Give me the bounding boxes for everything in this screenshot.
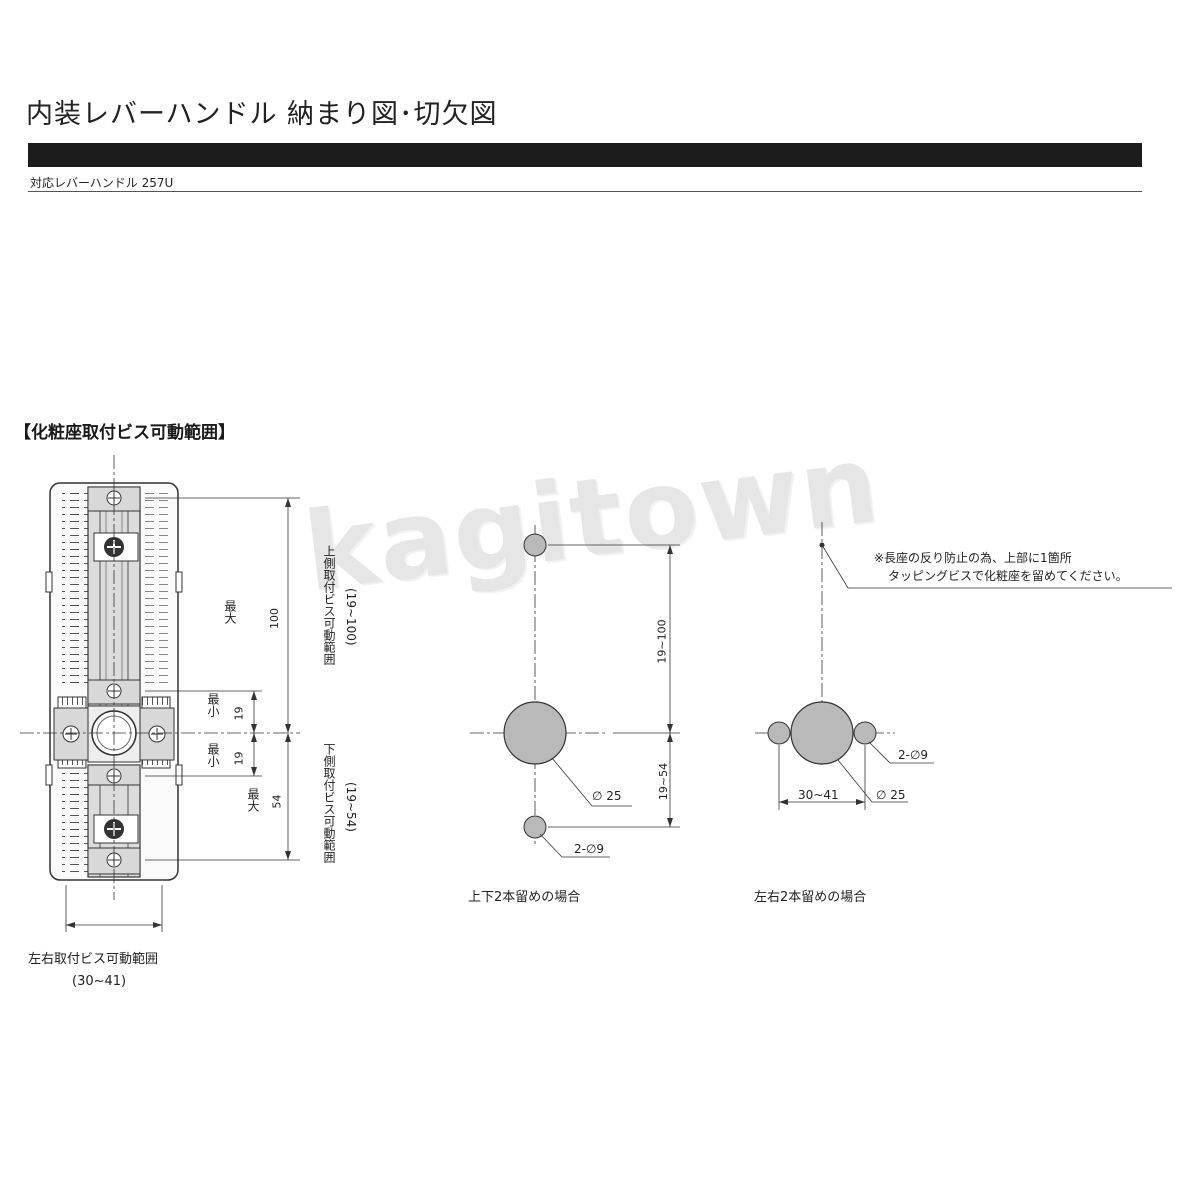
cutout-vertical [503,533,567,839]
dimension-arrows [667,545,673,827]
title-bar [28,143,1142,167]
upper-range-label: 上側取付ビス可動範囲 [322,545,336,665]
dim-lower-max: 54 [270,794,284,809]
center-lines [20,455,300,900]
min-label-lower: 最小 [206,743,220,767]
dim-lower-min: 19 [232,751,246,766]
center-hole-label: ∅ 25 [592,789,622,803]
cutout-horizontal [767,542,877,765]
lr-range-value: (30~41) [72,974,127,989]
plate-dimensions [65,497,300,932]
dimension-arrows [66,498,291,928]
dim-horizontal-width: 30~41 [798,788,839,802]
header-divider [28,191,1142,192]
dim-vertical-lower: 19~54 [657,762,671,801]
screw-icon [148,725,166,743]
vertical-mount-caption: 上下2本留めの場合 [468,890,581,905]
dim-vertical-upper: 19~100 [655,619,669,664]
upper-range-value: (19~100) [344,588,358,646]
center-lines [470,525,605,845]
lower-range-label: 下側取付ビス可動範囲 [322,743,336,863]
max-label-upper: 最大 [223,600,237,624]
dimension-arrows [779,799,865,805]
page-subtitle: 対応レバーハンドル 257U [30,176,174,190]
max-label-lower: 最大 [246,788,260,812]
note-line-2: タッピングビスで化粧座を留めてください。 [888,569,1128,583]
lower-range-value: (19~54) [344,782,358,832]
dim-upper-min: 19 [232,706,246,721]
vertical-dimensions [539,544,680,858]
min-label-upper: 最小 [206,693,220,717]
screw-icon [62,725,80,743]
center-hole-label: ∅ 25 [876,788,906,802]
note-line-1: ※長座の反り防止の為、上部に1箇所 [874,551,1072,565]
screw-holes-label: 2-∅9 [574,842,605,856]
lr-range-label: 左右取付ビス可動範囲 [28,952,159,967]
dim-upper-max: 100 [268,608,281,629]
screw-holes-label: 2-∅9 [898,748,929,762]
horizontal-mount-caption: 左右2本留めの場合 [754,890,867,905]
section-title: 【化粧座取付ビス可動範囲】 [14,423,235,443]
page-title: 内装レバーハンドル 納まり図･切欠図 [26,99,498,130]
horizontal-dimensions [778,544,1172,810]
